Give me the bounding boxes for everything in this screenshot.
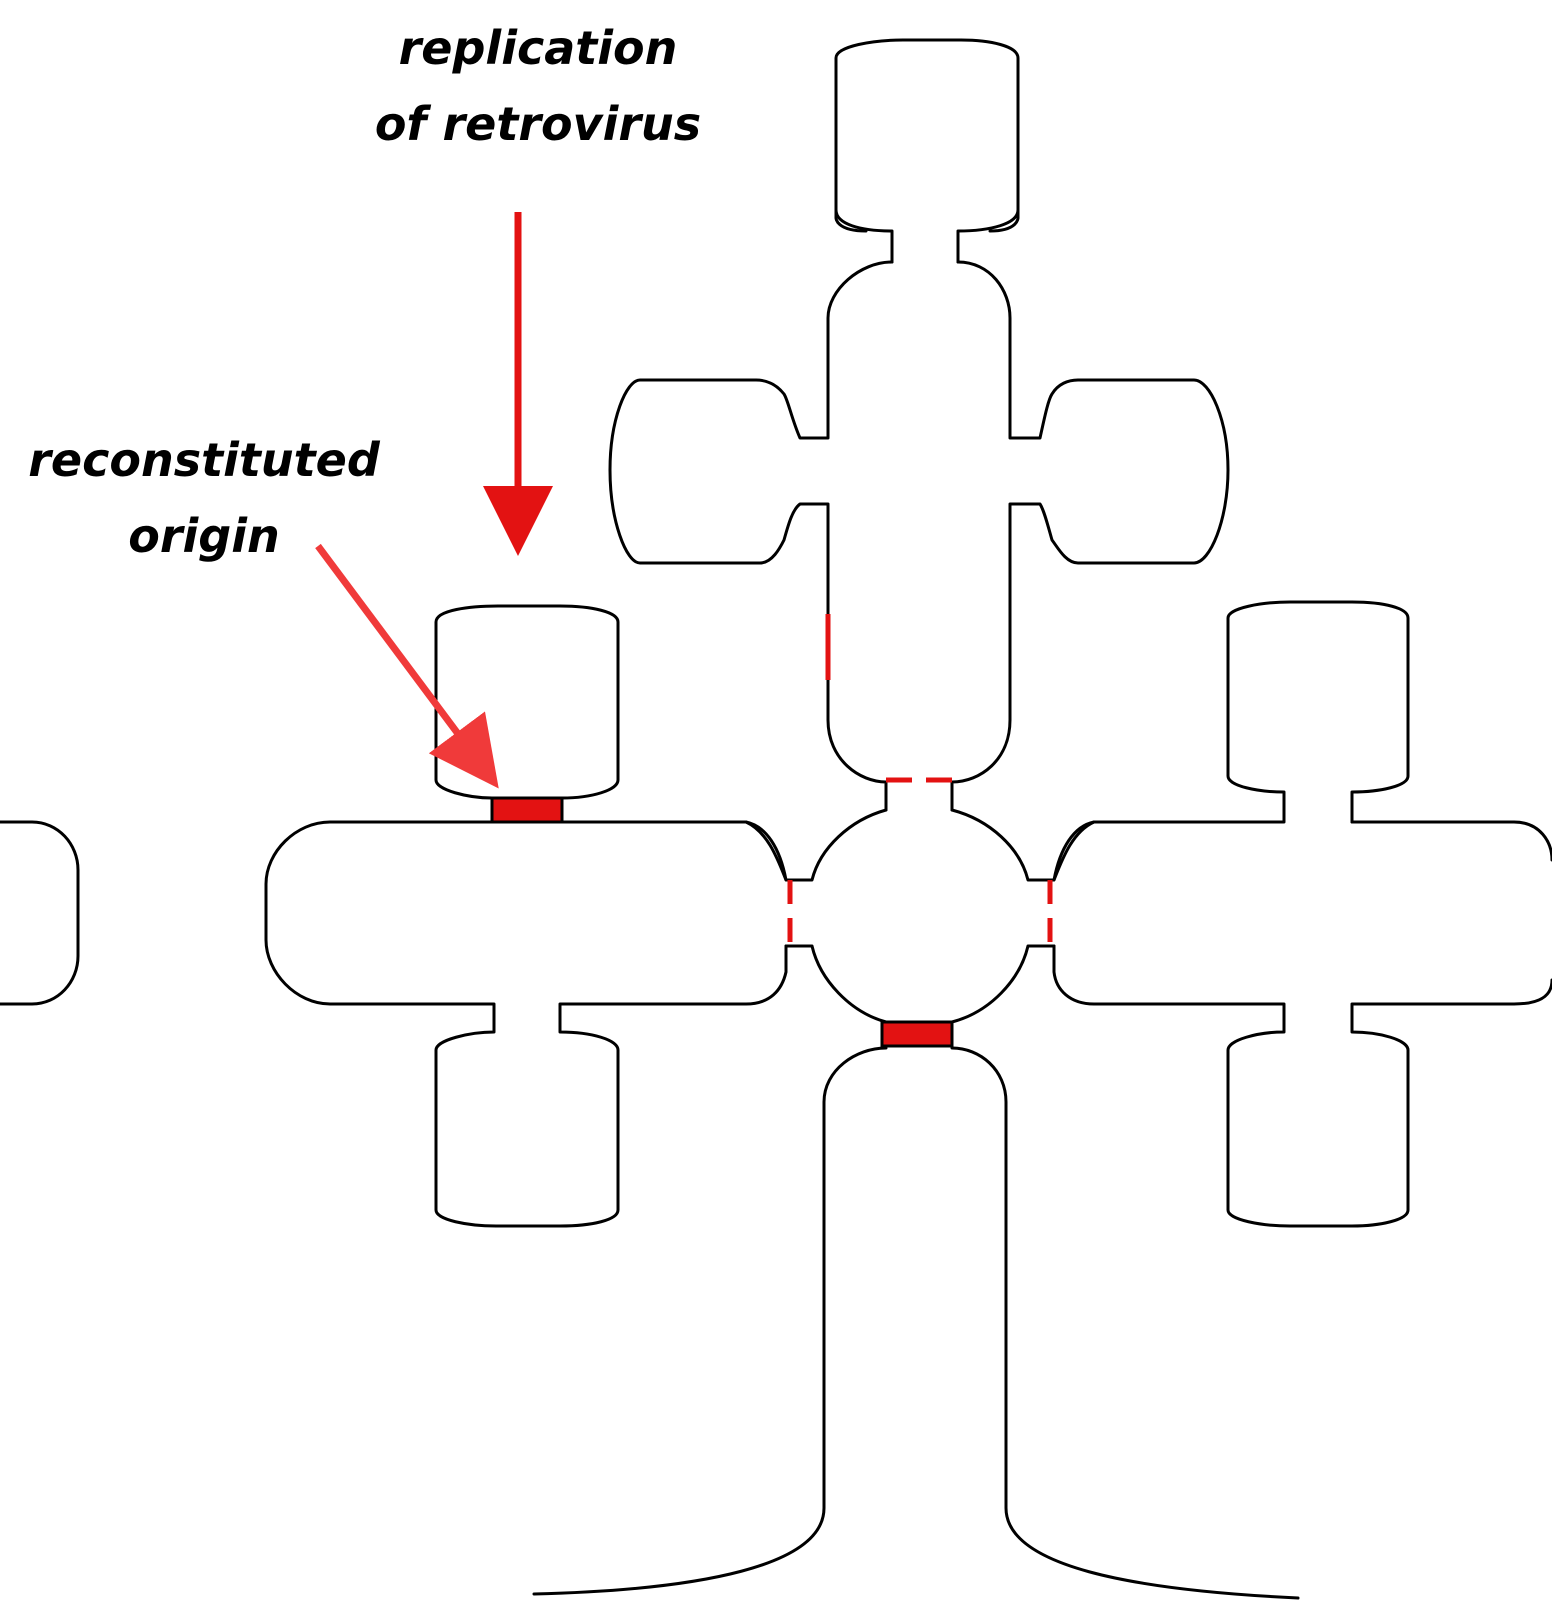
bottom-stem <box>532 1046 1300 1600</box>
left-cross-body-top-right <box>744 820 788 882</box>
top-cross-upper-cap-bottom <box>834 208 1020 264</box>
left-cross-body <box>264 820 788 1228</box>
top-cross-body-right <box>950 260 1230 812</box>
top-cross-body-upper <box>608 260 894 812</box>
replication-label-line2: of retrovirus <box>375 97 701 151</box>
replication-label-line1: replication <box>399 21 678 75</box>
right-cross-body <box>1052 794 1552 1228</box>
origin-label-line2: origin <box>128 509 280 563</box>
right-cross-upper-cap <box>1226 600 1410 824</box>
origin-arrow <box>315 543 499 789</box>
far-left-partial-loop <box>0 820 80 1006</box>
right-cross-body-top-left <box>1052 820 1096 882</box>
reconstituted-origin-marker <box>490 796 564 824</box>
central-junction-circle <box>744 808 1096 1024</box>
top-cross-upper-cap <box>834 38 1020 233</box>
left-cross-upper-cap <box>434 604 620 800</box>
central-origin-marker <box>880 1020 954 1048</box>
origin-label-line1: reconstituted <box>28 433 381 487</box>
